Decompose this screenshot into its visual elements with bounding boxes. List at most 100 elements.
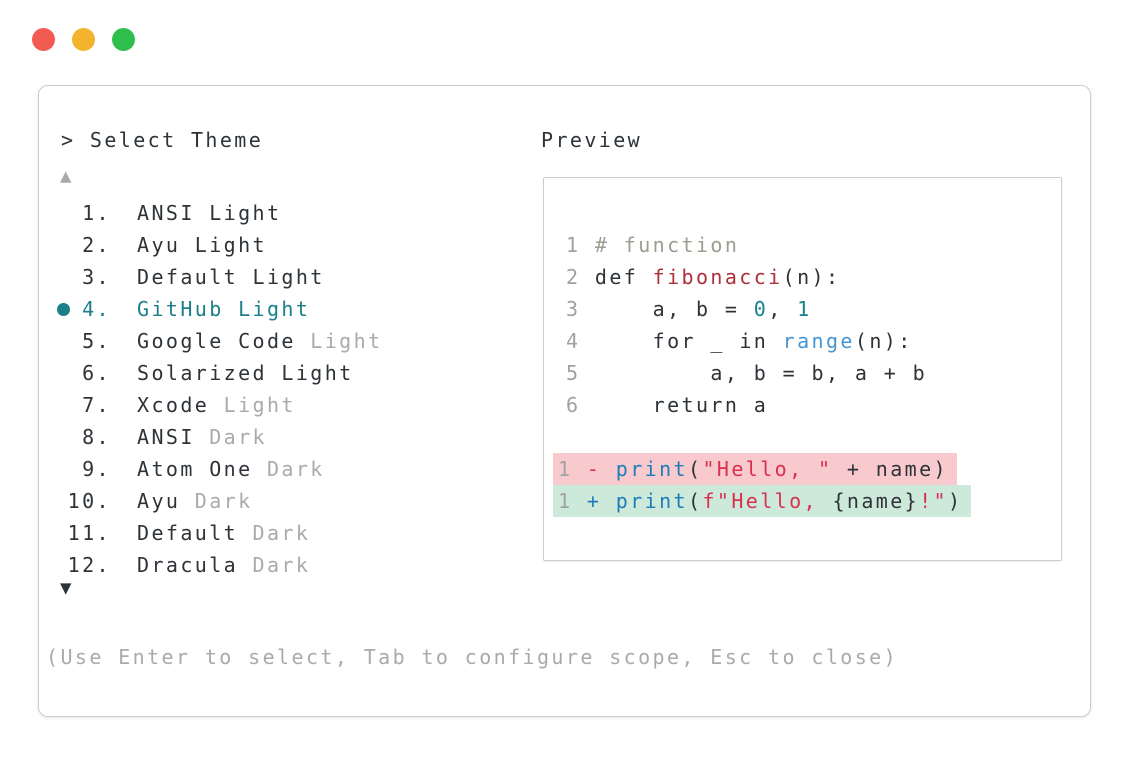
- code-line: 4 for _ in range(n):: [566, 325, 1061, 357]
- code-token-plain: _: [695, 329, 740, 353]
- theme-list-item[interactable]: 2. Ayu Light: [59, 229, 519, 261]
- theme-list-item[interactable]: 11. Default Dark: [59, 517, 519, 549]
- theme-item-label: GitHub Light: [137, 297, 311, 321]
- code-token-plain: a: [739, 393, 769, 417]
- line-number: 1: [566, 233, 595, 257]
- theme-item-label: Ayu Light: [137, 233, 267, 257]
- code-token-plain: [595, 393, 653, 417]
- code-token-plain: ): [947, 489, 963, 513]
- theme-item-number: 11.: [67, 521, 111, 545]
- theme-list-item[interactable]: 9. Atom One Dark: [59, 453, 519, 485]
- code-token-plain: (n):: [782, 265, 841, 289]
- theme-item-number: 4.: [82, 297, 111, 321]
- code-token-keyword: def: [594, 265, 653, 289]
- theme-list-item[interactable]: 10. Ayu Dark: [59, 485, 519, 517]
- theme-item-number: 1.: [82, 201, 111, 225]
- code-line: 1 # function: [566, 229, 1061, 261]
- theme-list-item[interactable]: 6. Solarized Light: [59, 357, 519, 389]
- code-token-function_call: +: [586, 489, 616, 513]
- line-number: 4: [566, 329, 595, 353]
- theme-item-number: 12.: [67, 553, 111, 577]
- code-token-keyword: in: [739, 329, 769, 353]
- theme-item-number: 5.: [82, 329, 111, 353]
- theme-item-number: 10.: [67, 489, 111, 513]
- scroll-down-icon[interactable]: ▼: [60, 577, 72, 599]
- code-line: 5 a, b = b, a + b: [566, 357, 1061, 389]
- code-line: 3 a, b = 0, 1: [566, 293, 1061, 325]
- selected-indicator-dot: [57, 302, 70, 316]
- theme-item-number: 2.: [82, 233, 111, 257]
- line-number: 3: [566, 297, 595, 321]
- theme-list-item[interactable]: 8. ANSI Dark: [59, 421, 519, 453]
- line-number: 1: [558, 457, 587, 481]
- theme-item-label: Ayu Dark: [137, 489, 253, 513]
- theme-item-label: Atom One Dark: [137, 457, 325, 481]
- code-token-number: 0: [753, 297, 769, 321]
- window-controls: [32, 28, 135, 51]
- theme-item-label: Default Dark: [137, 521, 311, 545]
- dialog-title: > Select Theme: [61, 128, 264, 152]
- close-button[interactable]: [32, 28, 55, 51]
- diff-removed-highlight: 1 - print("Hello, " + name): [553, 453, 957, 485]
- theme-item-label: Default Light: [137, 265, 325, 289]
- theme-list-item[interactable]: 4. GitHub Light: [57, 293, 519, 325]
- code-token-string: !": [919, 489, 948, 513]
- theme-list: 1. ANSI Light 2. Ayu Light 3. Default Light 4.…: [57, 197, 519, 581]
- diff-removed-line: 1 - print("Hello, " + name): [553, 453, 1061, 485]
- theme-list-item[interactable]: 7. Xcode Light: [59, 389, 519, 421]
- code-line: [566, 421, 1061, 453]
- diff-added-line: 1 + print(f"Hello, {name}!"): [553, 485, 1061, 517]
- code-token-keyword: return: [652, 393, 740, 417]
- code-token-builtin: range: [782, 329, 855, 353]
- code-token-string: f"Hello,: [702, 489, 833, 513]
- zoom-button[interactable]: [112, 28, 135, 51]
- code-line: 6 return a: [566, 389, 1061, 421]
- code-token-plain: {name}: [832, 489, 920, 513]
- code-token-function_name: fibonacci: [652, 265, 783, 289]
- theme-list-item[interactable]: 1. ANSI Light: [59, 197, 519, 229]
- code-token-plain: (n):: [854, 329, 913, 353]
- code-token-plain: a, b = b, a + b: [594, 361, 928, 385]
- code-token-plain: a, b =: [594, 297, 754, 321]
- code-token-plain: ,: [768, 297, 798, 321]
- code-line: 2 def fibonacci(n):: [566, 261, 1061, 293]
- theme-item-number: 8.: [82, 425, 111, 449]
- code-token-comment: # function: [594, 233, 740, 257]
- code-token-number: 1: [797, 297, 812, 321]
- theme-list-item[interactable]: 3. Default Light: [59, 261, 519, 293]
- minimize-button[interactable]: [72, 28, 95, 51]
- theme-item-number: 9.: [82, 457, 111, 481]
- code-token-plain: (: [688, 457, 703, 481]
- theme-list-item[interactable]: 12. Dracula Dark: [59, 549, 519, 581]
- code-token-function_call: print: [615, 489, 688, 513]
- line-number: 6: [566, 393, 595, 417]
- theme-item-number: 6.: [82, 361, 111, 385]
- code-token-string: -: [586, 457, 616, 481]
- theme-item-number: 3.: [82, 265, 111, 289]
- code-token-plain: [768, 329, 782, 353]
- theme-item-label: ANSI Dark: [137, 425, 267, 449]
- code-token-plain: (: [688, 489, 703, 513]
- theme-item-number: 7.: [82, 393, 111, 417]
- theme-item-label: Google Code Light: [137, 329, 383, 353]
- code-token-plain: [595, 329, 653, 353]
- line-number: 2: [566, 265, 595, 289]
- preview-label: Preview: [541, 128, 643, 152]
- code-token-function_call: print: [615, 457, 688, 481]
- theme-item-label: Xcode Light: [137, 393, 296, 417]
- keyboard-hint: (Use Enter to select, Tab to configure s…: [46, 645, 899, 669]
- theme-picker-dialog: > Select Theme Preview ▲ 1. ANSI Light 2. A…: [38, 85, 1091, 717]
- line-number: 1: [558, 489, 587, 513]
- theme-list-item[interactable]: 5. Google Code Light: [59, 325, 519, 357]
- diff-added-highlight: 1 + print(f"Hello, {name}!"): [553, 485, 972, 517]
- line-number: 5: [566, 361, 595, 385]
- code-token-plain: + name): [832, 457, 948, 481]
- theme-item-label: ANSI Light: [137, 201, 282, 225]
- code-token-keyword: for: [652, 329, 696, 353]
- scroll-up-icon[interactable]: ▲: [60, 165, 72, 187]
- theme-item-label: Solarized Light: [137, 361, 354, 385]
- theme-item-label: Dracula Dark: [137, 553, 311, 577]
- code-token-string: "Hello, ": [702, 457, 833, 481]
